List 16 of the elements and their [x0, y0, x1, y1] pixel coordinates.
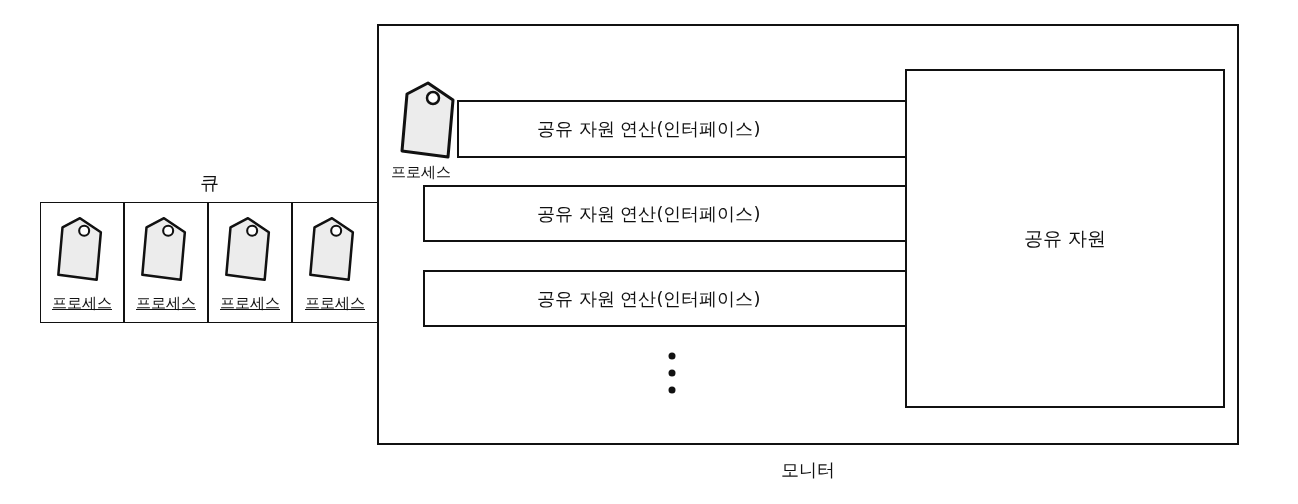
process-cell — [124, 202, 208, 323]
process-label: 프로세스 — [304, 294, 366, 313]
box-title: 모니터 — [780, 458, 836, 482]
operation-label: 공유 자원 연산(인터페이스) — [537, 286, 761, 311]
process-cell — [208, 202, 292, 323]
operation-label: 공유 자원 연산(인터페이스) — [537, 201, 761, 226]
operation-label: 공유 자원 연산(인터페이스) — [537, 117, 761, 141]
process-label: 프로세스 — [51, 294, 113, 313]
process-label: 프로세스 — [135, 294, 197, 313]
resource-label: 공유 자원 — [1023, 225, 1106, 251]
process-cell — [292, 202, 378, 323]
process-label: 프로세스 — [219, 294, 281, 313]
box-title: 큐 — [198, 170, 220, 195]
process-label: 프로세스 — [391, 163, 451, 182]
shared-resource-box — [905, 69, 1225, 408]
process-cell — [40, 202, 124, 323]
